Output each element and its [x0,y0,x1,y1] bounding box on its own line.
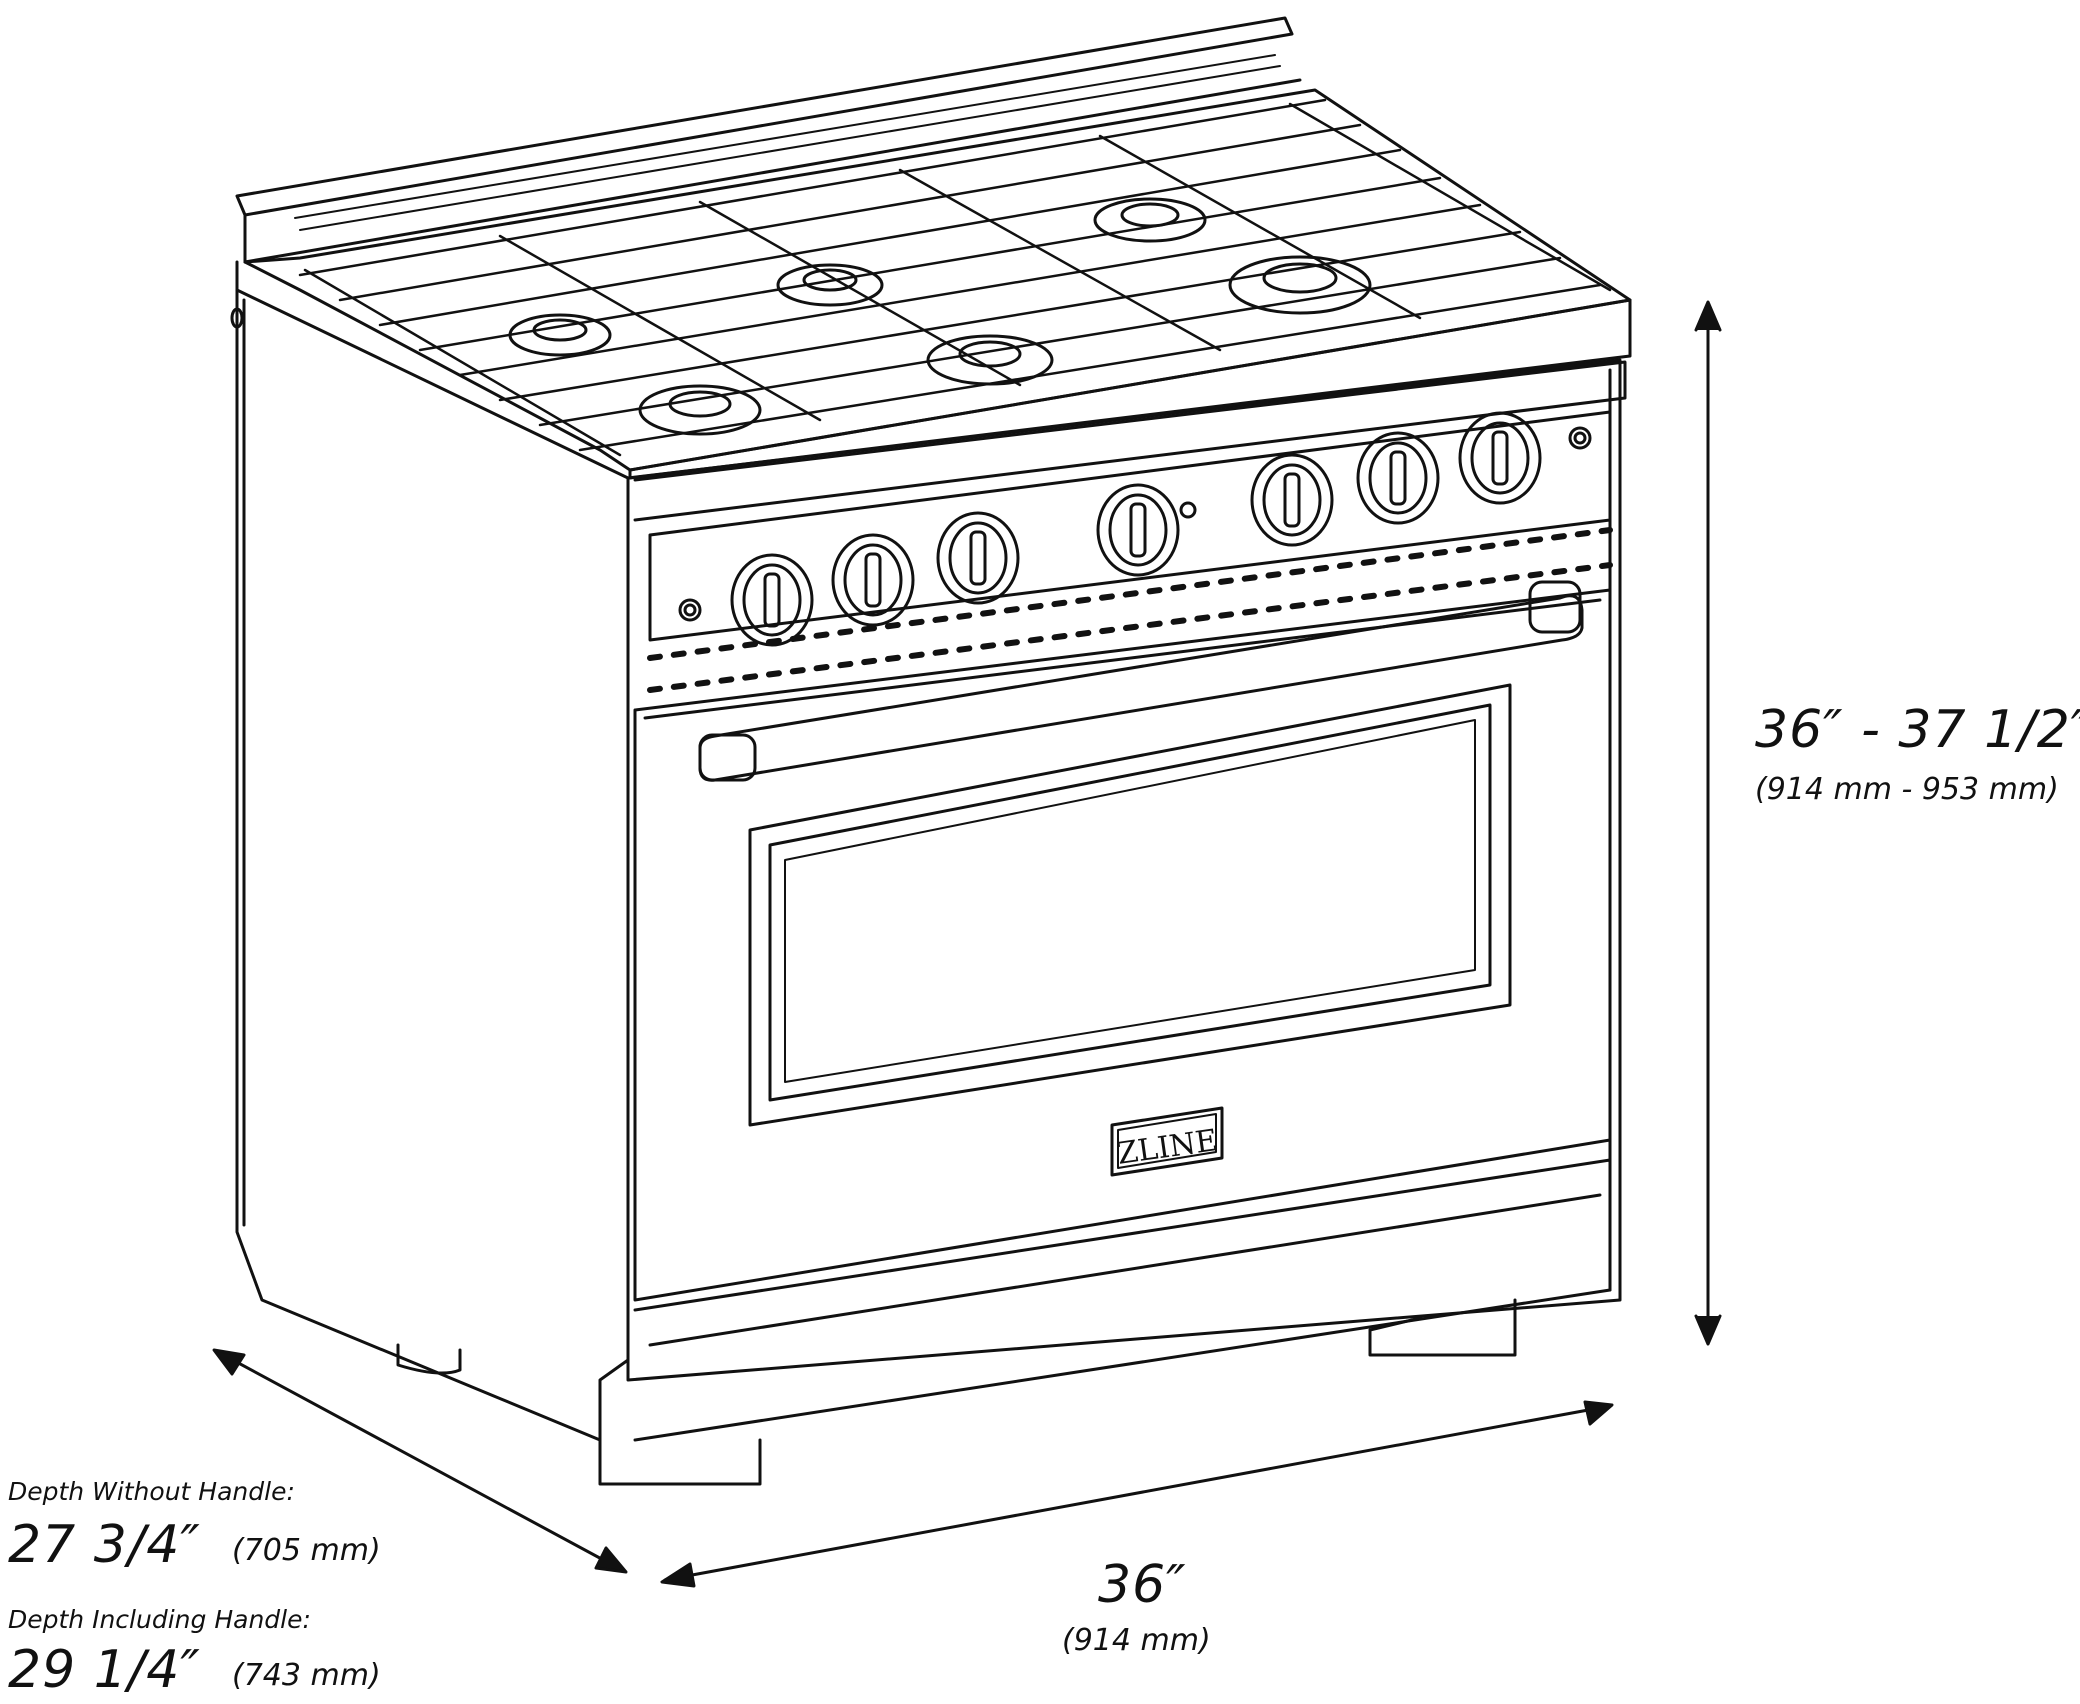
burner-back-right [1093,197,1207,243]
knobs [730,411,1542,647]
width-metric: (914 mm) [1062,1623,1211,1658]
width-value: 36″ [1098,1555,1187,1615]
control-panel [648,410,1612,642]
range-front-frame [626,358,1622,1382]
oven-window-outer [748,683,1512,1127]
burner-front-left [638,384,762,436]
height-value: 36″ - 37 1/2″ [1755,700,2080,760]
burner-back-left [508,313,612,357]
knob-2 [831,533,915,627]
oven-window-inner [768,703,1492,1102]
oven-door [633,580,1612,1302]
foot-front-left [598,1438,762,1486]
indicator-light-right [1568,426,1592,450]
depth-including-handle-value: 29 1/4″ [8,1640,201,1700]
burner-front-right [1228,255,1372,315]
height-metric: (914 mm - 953 mm) [1755,772,2059,807]
depth-without-handle-metric: (705 mm) [232,1533,381,1568]
back-rail [235,16,1302,264]
depth-including-handle-metric: (743 mm) [232,1658,381,1693]
vent-strip [647,527,1613,693]
foot-back-right [1368,1298,1517,1357]
burner-back-center [776,263,884,307]
burner-front-center [926,334,1054,386]
indicator-light-left [678,598,702,622]
depth-without-handle-value: 27 3/4″ [8,1515,201,1575]
knob-5 [1250,453,1334,547]
knob-6 [1356,431,1440,525]
width-dimension-line [660,1400,1614,1588]
oven-handle [698,594,1584,782]
height-dimension-line [1694,300,1722,1346]
range-side-panel [230,260,630,1442]
kick-plate-and-feet [396,1158,1612,1486]
knob-1 [730,553,814,647]
knob-7 [1458,411,1542,505]
depth-without-handle-label: Depth Without Handle: [8,1477,295,1506]
burners [508,197,1372,436]
depth-including-handle-label: Depth Including Handle: [8,1605,311,1634]
knob-4 [1096,483,1197,577]
zline-logo-badge: ZLINE [1110,1106,1224,1177]
cooktop-top [243,88,1632,522]
foot-left [396,1343,462,1375]
depth-dimension-line [212,1348,628,1574]
knob-3 [936,511,1020,605]
logo-text: ZLINE [1115,1123,1220,1172]
